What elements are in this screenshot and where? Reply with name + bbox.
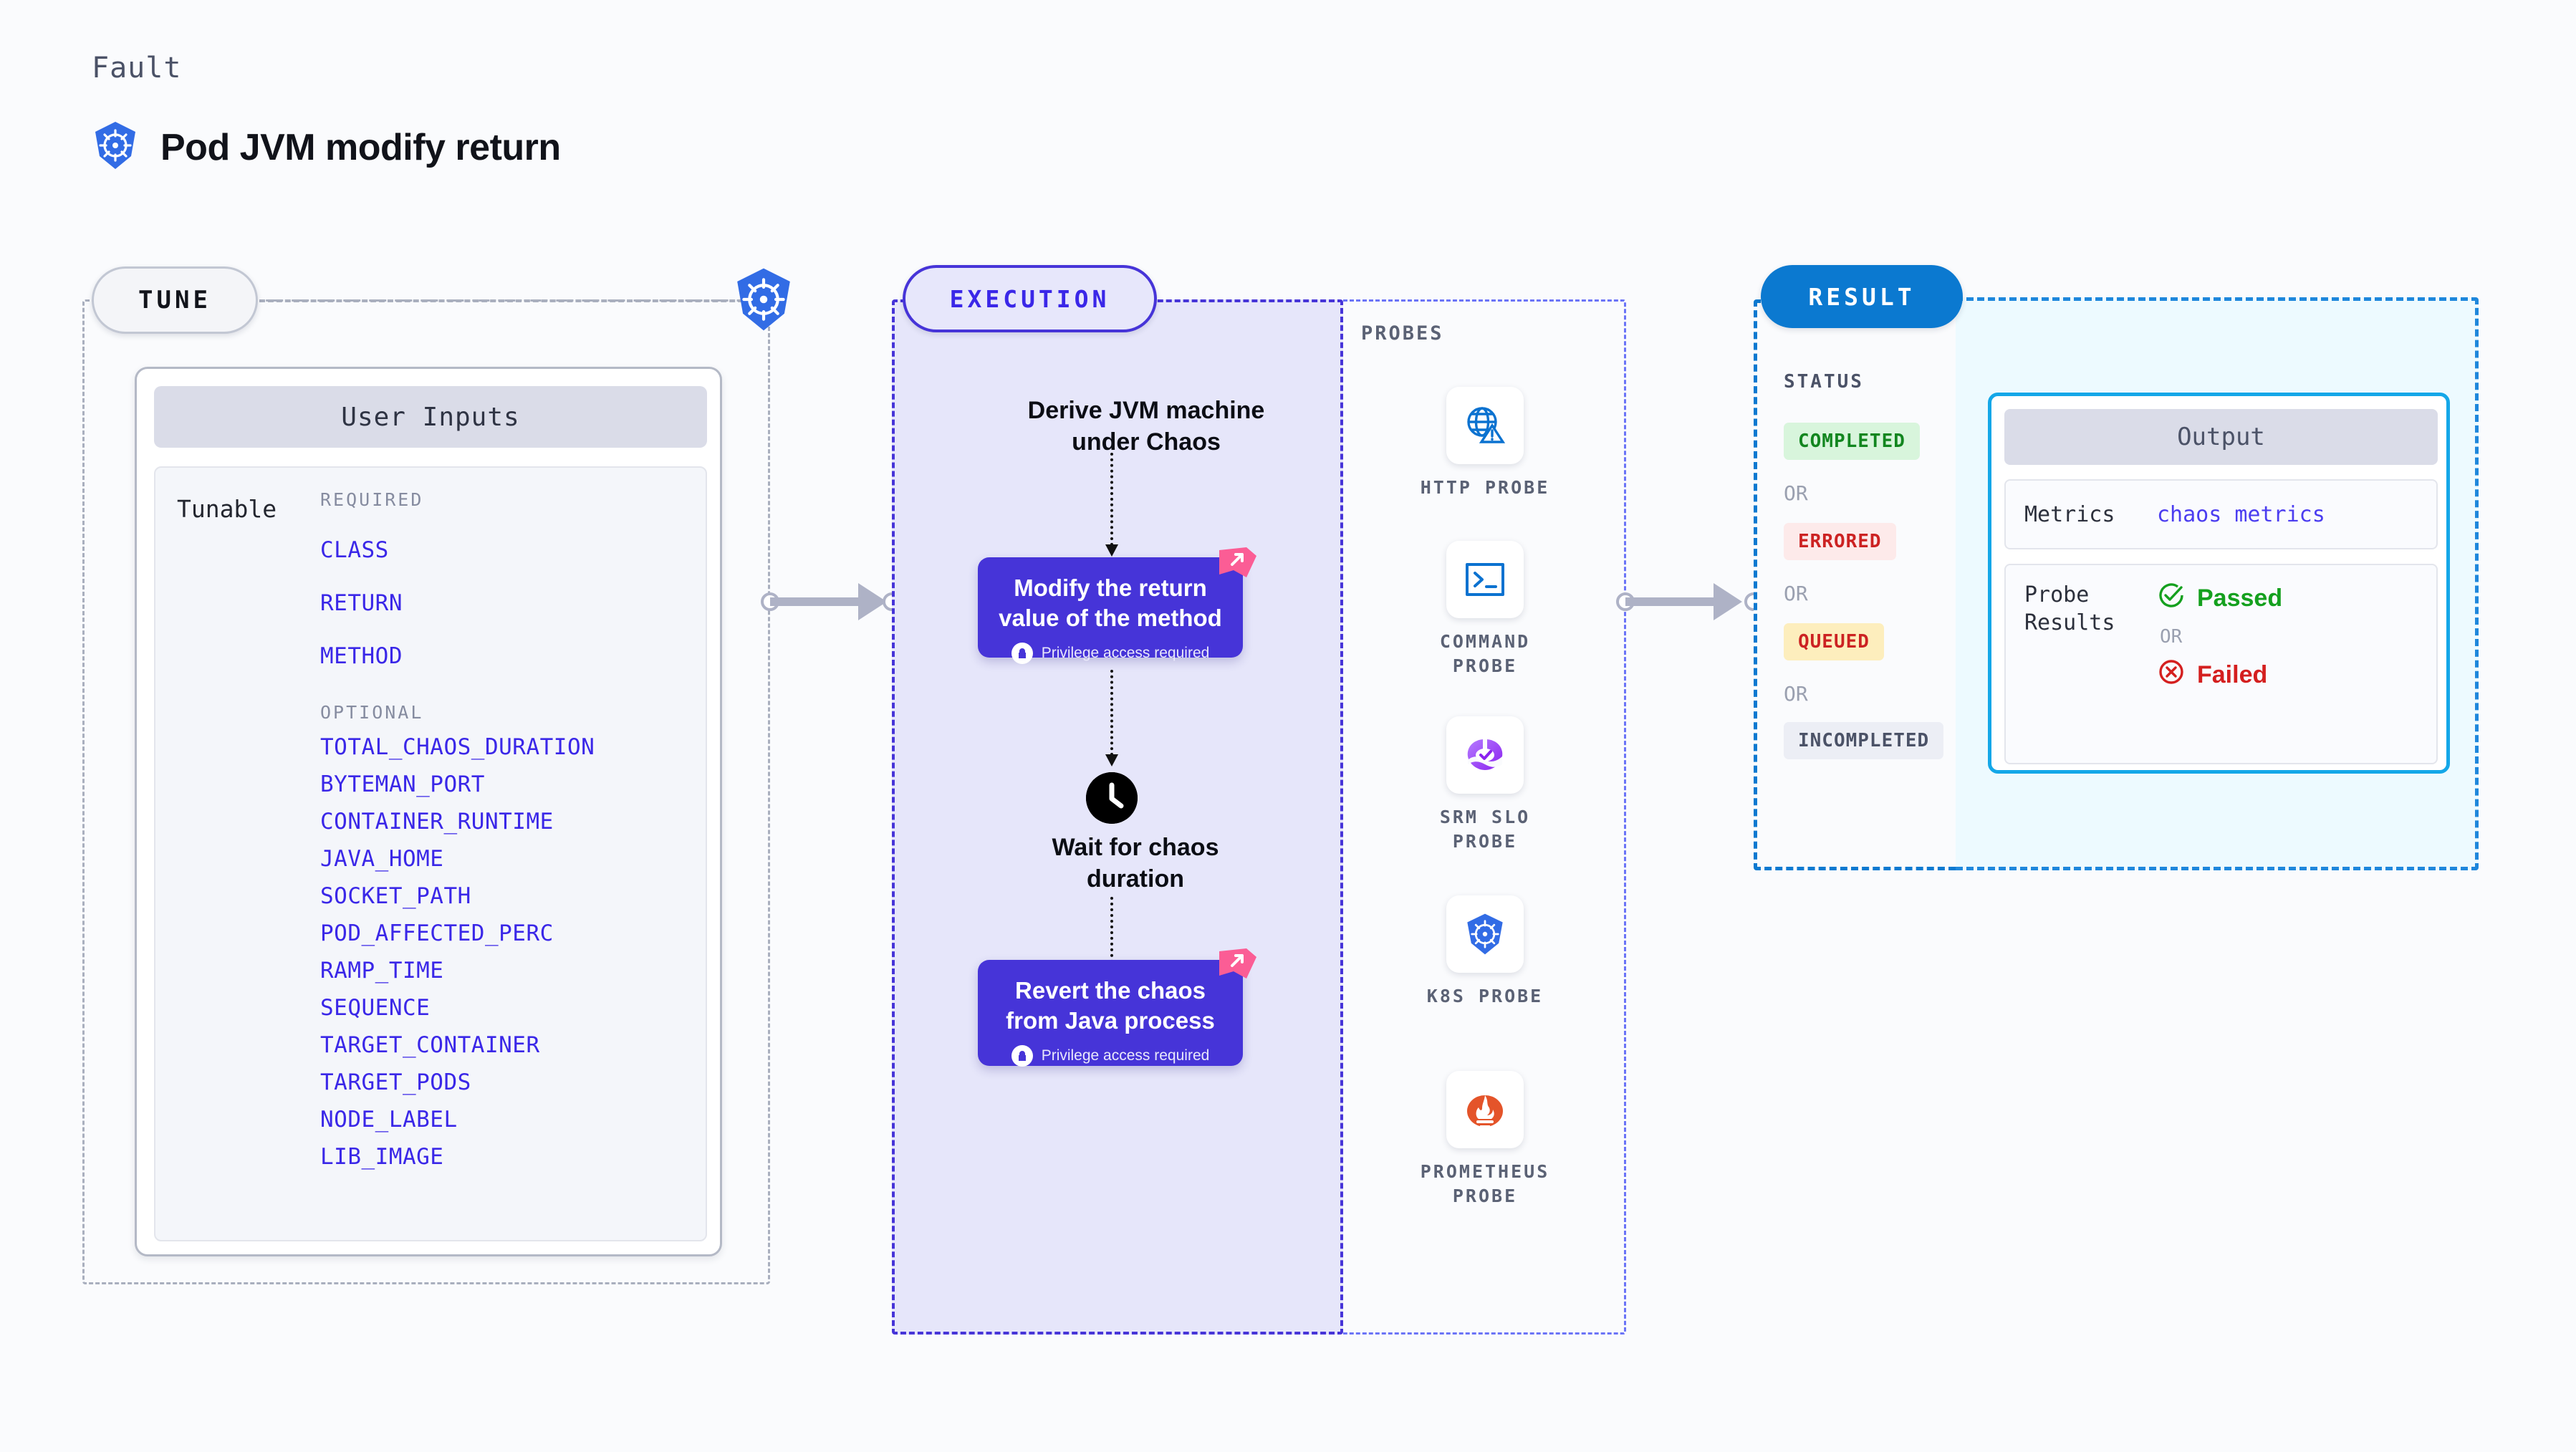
globe-warning-icon [1446, 387, 1524, 464]
output-probe-results-row: Probe Results Passed OR [2004, 564, 2438, 764]
ribbon-flag-icon [1218, 546, 1258, 583]
optional-section-label: OPTIONAL [320, 702, 424, 723]
privilege-note: Privilege access required [978, 1045, 1243, 1067]
user-inputs-card: User Inputs Tunable REQUIRED CLASS RETURN… [135, 367, 722, 1256]
metrics-value-link[interactable]: chaos metrics [2157, 501, 2325, 527]
params-column: REQUIRED CLASS RETURN METHOD OPTIONAL TOTA… [320, 489, 693, 1170]
srm-slo-icon [1446, 716, 1524, 794]
status-or-label: OR [1784, 682, 1808, 706]
required-param[interactable]: METHOD [320, 643, 403, 669]
privilege-note: Privilege access required [978, 643, 1243, 665]
connector-arrowhead [1714, 583, 1742, 620]
required-params-list: CLASS RETURN METHOD [320, 537, 693, 669]
x-circle-icon [2157, 658, 2186, 693]
optional-param[interactable]: TARGET_PODS [320, 1069, 471, 1095]
probe-results-values: Passed OR Failed [2157, 581, 2282, 747]
status-or-label: OR [1784, 481, 1808, 505]
probe-label: COMMAND PROBE [1439, 631, 1531, 676]
probe-label: PROMETHEUS PROBE [1420, 1161, 1550, 1206]
privilege-note-text: Privilege access required [1041, 1047, 1210, 1064]
optional-param[interactable]: NODE_LABEL [320, 1107, 458, 1133]
probe-prometheus[interactable]: PROMETHEUS PROBE [1399, 1071, 1571, 1208]
step-wait-label: Wait for chaos duration [1052, 834, 1219, 893]
result-pill-label: RESULT [1761, 265, 1963, 328]
optional-param[interactable]: POD_AFFECTED_PERC [320, 920, 554, 946]
optional-param[interactable]: LIB_IMAGE [320, 1144, 444, 1170]
output-card: Output Metrics chaos metrics Probe Resul… [1988, 393, 2450, 774]
probe-k8s[interactable]: K8S PROBE [1399, 895, 1571, 1009]
status-badge-incompleted: INCOMPLETED [1784, 722, 1944, 759]
kubernetes-icon [732, 266, 795, 332]
probe-result-or-label: OR [2160, 626, 2183, 648]
passed-label: Passed [2197, 585, 2283, 612]
tune-connector-line [259, 299, 761, 302]
failed-label: Failed [2197, 661, 2268, 688]
tunable-label: Tunable [177, 495, 277, 523]
probes-panel [1343, 299, 1626, 1335]
ribbon-flag-icon [1218, 947, 1258, 984]
flow-arrow [1105, 453, 1118, 557]
metrics-key: Metrics [2024, 501, 2115, 527]
privilege-note-text: Privilege access required [1041, 645, 1210, 662]
lock-icon [1011, 1045, 1033, 1067]
step-modify-label: Modify the return value of the method [999, 574, 1222, 631]
required-param[interactable]: CLASS [320, 537, 389, 563]
probe-results-key: Probe Results [2024, 582, 2115, 635]
probe-result-passed: Passed [2157, 581, 2282, 616]
connector-line-tune-exec [770, 597, 863, 606]
probe-http[interactable]: HTTP PROBE [1399, 387, 1571, 500]
connector-arrowhead [858, 583, 887, 620]
probe-label: SRM SLO PROBE [1439, 807, 1531, 852]
fault-eyebrow-label: Fault [92, 52, 182, 85]
status-badge-errored: ERRORED [1784, 523, 1896, 560]
optional-params-list: TOTAL_CHAOS_DURATION BYTEMAN_PORT CONTAINE… [320, 734, 693, 1170]
page-title: Pod JVM modify return [160, 126, 561, 168]
optional-param[interactable]: SOCKET_PATH [320, 883, 471, 909]
required-section-label: REQUIRED [320, 489, 424, 510]
check-circle-icon [2157, 581, 2186, 616]
optional-param[interactable]: CONTAINER_RUNTIME [320, 809, 554, 835]
user-inputs-title: User Inputs [154, 386, 707, 448]
execution-pill-label: EXECUTION [903, 265, 1157, 332]
clock-icon [1086, 772, 1138, 824]
optional-param[interactable]: RAMP_TIME [320, 958, 444, 984]
optional-param[interactable]: TOTAL_CHAOS_DURATION [320, 734, 595, 760]
output-metrics-row: Metrics chaos metrics [2004, 479, 2438, 549]
connector-line-exec-result [1625, 597, 1719, 606]
terminal-icon [1446, 541, 1524, 618]
step-revert-label: Revert the chaos from Java process [1006, 977, 1215, 1034]
required-param[interactable]: RETURN [320, 590, 403, 616]
optional-param[interactable]: TARGET_CONTAINER [320, 1032, 540, 1058]
prometheus-icon [1446, 1071, 1524, 1148]
flow-arrow [1105, 670, 1118, 766]
lock-icon [1011, 643, 1033, 665]
optional-param[interactable]: BYTEMAN_PORT [320, 771, 485, 797]
fault-title-row: Pod JVM modify return [92, 120, 561, 174]
flow-arrow [1105, 897, 1118, 979]
status-section-label: STATUS [1784, 371, 1864, 393]
step-modify-box: Modify the return value of the method Pr… [978, 557, 1243, 665]
user-inputs-body: Tunable REQUIRED CLASS RETURN METHOD OPTIO… [154, 466, 707, 1241]
probe-command[interactable]: COMMAND PROBE [1399, 541, 1571, 678]
optional-param[interactable]: SEQUENCE [320, 995, 431, 1021]
step-revert-box: Revert the chaos from Java process Privi… [978, 960, 1243, 1067]
probe-label: K8S PROBE [1426, 986, 1544, 1006]
status-badge-completed: COMPLETED [1784, 423, 1920, 460]
status-or-label: OR [1784, 582, 1808, 605]
probe-label: HTTP PROBE [1420, 477, 1550, 498]
probe-srm-slo[interactable]: SRM SLO PROBE [1399, 716, 1571, 854]
status-badge-queued: QUEUED [1784, 623, 1884, 660]
kubernetes-icon [92, 120, 139, 174]
step-derive-label: Derive JVM machine under Chaos [1027, 397, 1265, 456]
tune-pill-label: TUNE [92, 266, 258, 334]
probes-section-label: PROBES [1361, 322, 1444, 345]
kubernetes-icon [1446, 895, 1524, 973]
output-title: Output [2004, 409, 2438, 465]
probe-result-failed: Failed [2157, 658, 2282, 693]
optional-param[interactable]: JAVA_HOME [320, 846, 444, 872]
